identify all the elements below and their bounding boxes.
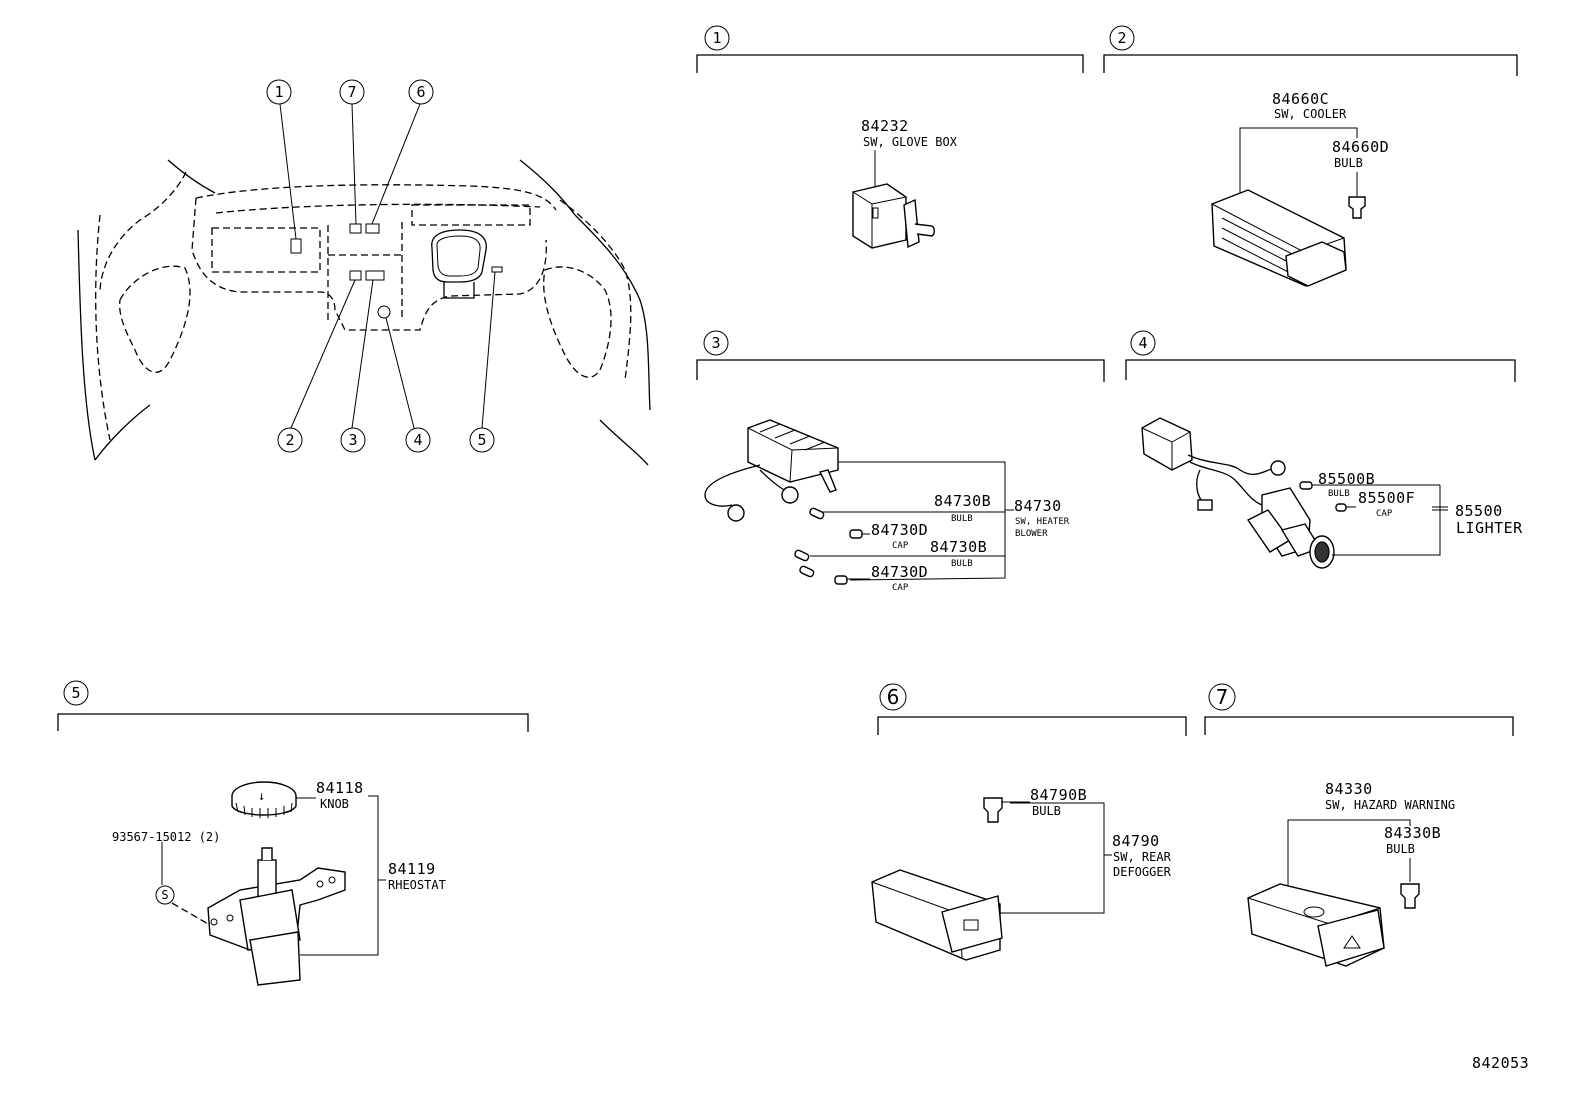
part-84232: 84232 <box>861 117 909 135</box>
section-4-lighter: 4 85500B BULB 85500F CAP 85500 LIGHTER <box>1125 330 1523 569</box>
desc-hazard: SW, HAZARD WARNING <box>1325 798 1455 812</box>
part-85500F: 85500F <box>1358 489 1415 507</box>
section-3-heater-blower-switch: 3 84730B BULB 84730D CAP 84730B BULB 847… <box>696 330 1105 593</box>
desc-bulb-85500B: BULB <box>1328 489 1350 499</box>
section-1-glove-box-switch: 1 84232 SW, GLOVE BOX <box>696 25 1084 249</box>
section-7-index: 7 <box>1216 685 1229 709</box>
section-6-index: 6 <box>887 685 900 709</box>
part-84790: 84790 <box>1112 832 1160 850</box>
part-85500B: 85500B <box>1318 470 1375 488</box>
part-93567-15012: 93567-15012 (2) <box>112 830 220 844</box>
screw-symbol: S <box>161 888 168 902</box>
callout-4-label: 4 <box>413 431 422 449</box>
desc-cap-85500F: CAP <box>1376 509 1393 519</box>
part-84730B-1: 84730B <box>934 492 991 510</box>
part-84790B: 84790B <box>1030 786 1087 804</box>
desc-cooler: SW, COOLER <box>1274 107 1347 121</box>
callout-7-label: 7 <box>347 83 356 101</box>
part-84730B-2: 84730B <box>930 538 987 556</box>
desc-bulb-84660D: BULB <box>1334 156 1363 170</box>
part-84730: 84730 <box>1014 497 1062 515</box>
desc-rheostat: RHEOSTAT <box>388 878 446 892</box>
section-5-rheostat: 5 ↓ S 84118 KNOB 93567-15012 (2) 84119 R… <box>57 680 529 986</box>
part-85500: 85500 <box>1455 502 1503 520</box>
section-7-hazard-warning-switch: 7 84330 SW, HAZARD WARNING 84330B BULB <box>1204 683 1514 967</box>
desc-bulb-84790B: BULB <box>1032 804 1061 818</box>
part-84118: 84118 <box>316 779 364 797</box>
desc-knob: KNOB <box>320 797 349 811</box>
callout-2-label: 2 <box>285 431 294 449</box>
part-84660D: 84660D <box>1332 138 1389 156</box>
section-2-index: 2 <box>1117 29 1126 47</box>
callout-1-label: 1 <box>274 83 283 101</box>
part-84730D-2: 84730D <box>871 563 928 581</box>
section-6-rear-defogger-switch: 6 84790B BULB 84790 SW, REAR DEFOGGER <box>871 683 1187 961</box>
desc-heater: SW, HEATER <box>1015 517 1070 527</box>
desc-glove-box: SW, GLOVE BOX <box>863 135 958 149</box>
desc-blower: BLOWER <box>1015 529 1048 539</box>
callout-5-label: 5 <box>477 431 486 449</box>
part-84330: 84330 <box>1325 780 1373 798</box>
section-3-index: 3 <box>711 334 720 352</box>
callout-6-label: 6 <box>416 83 425 101</box>
desc-bulb-84730B-2: BULB <box>951 559 973 569</box>
desc-bulb-84730B-1: BULB <box>951 514 973 524</box>
desc-cap-84730D-2: CAP <box>892 583 909 593</box>
desc-bulb-84330B: BULB <box>1386 842 1415 856</box>
part-84119: 84119 <box>388 860 436 878</box>
section-1-index: 1 <box>712 29 721 47</box>
desc-lighter: LIGHTER <box>1456 519 1523 537</box>
part-84330B: 84330B <box>1384 824 1441 842</box>
desc-defogger: DEFOGGER <box>1113 865 1172 879</box>
desc-cap-84730D-1: CAP <box>892 541 909 551</box>
part-84730D-1: 84730D <box>871 521 928 539</box>
callout-3-label: 3 <box>348 431 357 449</box>
desc-rear: SW, REAR <box>1113 850 1172 864</box>
drawing-number: 842053 <box>1472 1054 1529 1072</box>
instrument-panel-overview: 1 7 6 2 3 4 5 <box>77 79 651 466</box>
part-84660C: 84660C <box>1272 90 1329 108</box>
section-5-index: 5 <box>71 684 80 702</box>
knob-mark-glyph: ↓ <box>258 789 265 803</box>
section-4-index: 4 <box>1138 334 1147 352</box>
section-2-cooler-switch: 2 84660C SW, COOLER 84660D BULB <box>1103 25 1518 287</box>
